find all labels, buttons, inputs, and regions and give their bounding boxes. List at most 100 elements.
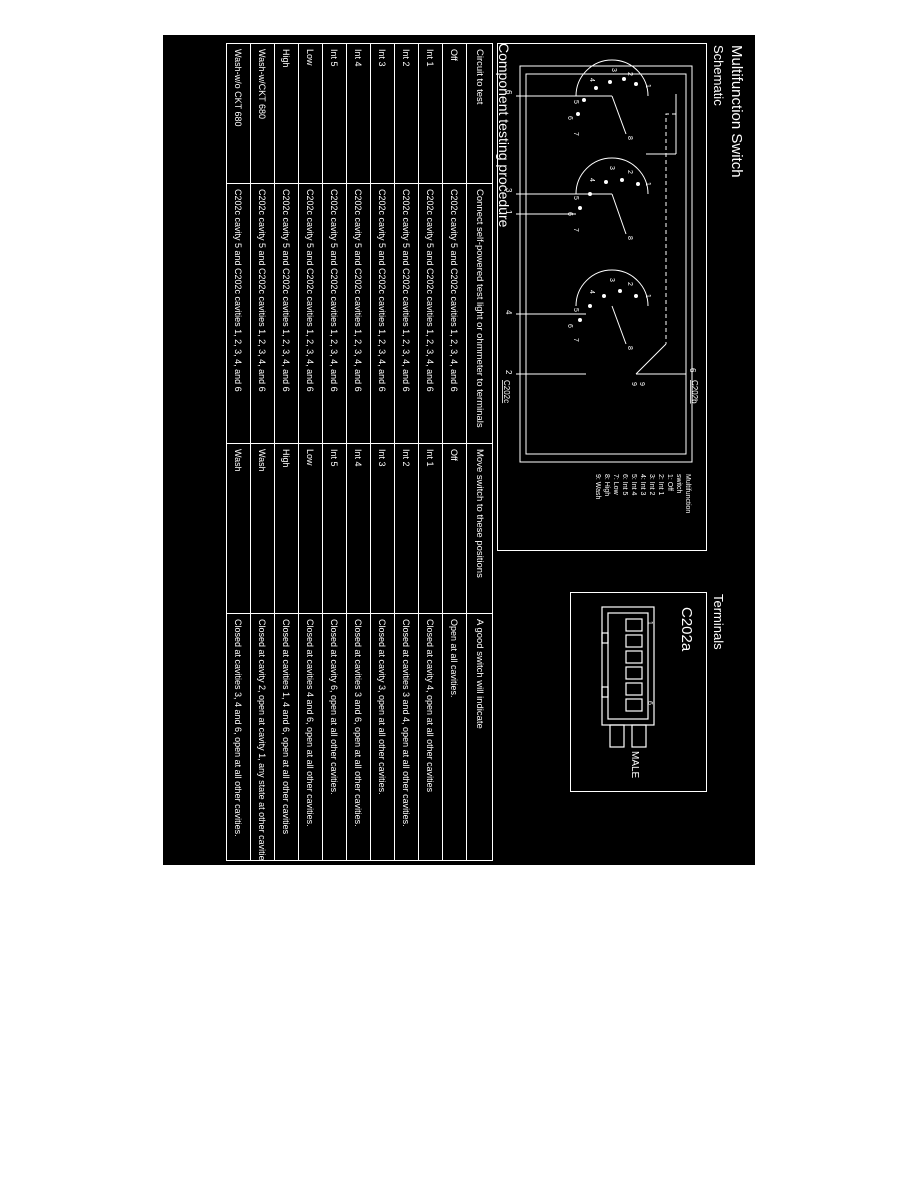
wafer-2-number: 3: [608, 166, 615, 170]
wafer-2-number: 7: [572, 228, 579, 232]
column-header: Move switch to these positions: [466, 443, 493, 614]
gender-label: MALE: [629, 751, 640, 779]
legend-item: 7: Low: [612, 474, 619, 496]
wafer-1-wiper: [611, 95, 627, 135]
table-cell: Int 3: [370, 443, 395, 614]
table-cell: Int 2: [394, 443, 419, 614]
cavity-label: 6: [504, 90, 513, 95]
legend-item: 1: Off: [666, 474, 673, 491]
table-cell: Int 1: [418, 443, 443, 614]
wafer-2-number: 4: [588, 178, 595, 182]
legend-item: 4: Int 3: [639, 474, 646, 496]
wafer-2-number: 8: [626, 236, 633, 240]
wafer-3-number: 8: [626, 346, 633, 350]
connector-view: C202a 1 6 MALE: [601, 606, 695, 779]
connector-label-bottom: C202c: [502, 380, 511, 403]
table-cell: Closed at cavities 4 and 6, open at all …: [298, 613, 323, 861]
wafer-2-number: 2: [626, 170, 633, 174]
column-header: A good switch will indicate: [466, 613, 493, 861]
scanned-diagram-panel: Multifunction Switch Schematic Terminals: [163, 35, 755, 865]
column-header: Circuit to test: [466, 43, 493, 184]
wafer-3-number: 3: [608, 278, 615, 282]
table-cell: Wash-w/CKT 680: [250, 43, 275, 184]
table-cell: Closed at cavities 1, 4 and 6, open at a…: [274, 613, 299, 861]
schematic-diagram: 1 2 3 4 5 6 7 8 1 2 3 4 5 6 7 8 1 2 3 4: [502, 59, 699, 513]
wafer-3-number: 6: [566, 324, 573, 328]
procedure-table: Circuit to test Connect self-powered tes…: [226, 43, 493, 861]
table-cell: C202c cavity 5 and C202c cavities 1, 2, …: [442, 183, 467, 444]
table-cell: High: [274, 443, 299, 614]
table-cell: C202c cavity 5 and C202c cavities 1, 2, …: [322, 183, 347, 444]
table-cell: Low: [298, 443, 323, 614]
procedure-heading: Component testing procedure: [496, 43, 512, 228]
cavity-label: 4: [504, 310, 513, 315]
wafer-1-arc: [575, 59, 649, 97]
table-cell: Closed at cavities 3 and 4, open at all …: [394, 613, 419, 861]
switch-outline: [525, 73, 687, 455]
wafer-1-number: 1: [644, 84, 651, 88]
wafer-3-wiper: [611, 305, 627, 345]
table-cell: Open at all cavities.: [442, 613, 467, 861]
wafer-1-number: 5: [572, 100, 579, 104]
wafer-1-number: 3: [610, 68, 617, 72]
page-title: Multifunction Switch: [728, 45, 745, 178]
wafer-2-number: 1: [644, 182, 651, 186]
terminals-box: C202a 1 6 MALE: [570, 592, 707, 792]
schematic-heading: Schematic: [711, 45, 726, 106]
wafer-2-number: 5: [572, 196, 579, 200]
legend-item: 5: Int 4: [630, 474, 637, 496]
pin-3: [625, 650, 643, 664]
table-cell: Closed at cavities 3 and 6, open at all …: [346, 613, 371, 861]
wash-number: 9: [638, 382, 645, 386]
table-cell: C202c cavity 5 and C202c cavities 1, 2, …: [346, 183, 371, 444]
wafer-3-arc: [575, 269, 649, 307]
wash-number: 9: [630, 382, 637, 386]
wash-contact: [635, 343, 667, 375]
wafer-2-wiper: [611, 193, 627, 235]
legend-item: 3: Int 2: [648, 474, 655, 496]
legend-item: switch: [675, 474, 682, 494]
pin-5: [625, 682, 643, 696]
table-cell: Closed at cavity 2, open at cavity 1, an…: [250, 613, 275, 861]
terminals-heading: Terminals: [711, 594, 726, 650]
table-cell: C202c cavity 5 and C202c cavities 1, 2, …: [298, 183, 323, 444]
table-cell: C202c cavity 5 and C202c cavities 1, 2, …: [274, 183, 299, 444]
wafer-3-number: 4: [588, 290, 595, 294]
pin-1: [625, 618, 643, 632]
table-cell: Low: [298, 43, 323, 184]
table-cell: Int 4: [346, 443, 371, 614]
table-cell: Off: [442, 443, 467, 614]
legend-item: 9: Wash: [594, 474, 601, 500]
table-cell: Int 3: [370, 43, 395, 184]
table-cell: High: [274, 43, 299, 184]
connector-name: C202a: [678, 607, 695, 652]
table-cell: Closed at cavities 3, 4 and 6, open at a…: [226, 613, 251, 861]
table-cell: Closed at cavity 3, open at all other ca…: [370, 613, 395, 861]
table-cell: Int 4: [346, 43, 371, 184]
schematic-box: 1 2 3 4 5 6 7 8 1 2 3 4 5 6 7 8 1 2 3 4: [497, 43, 707, 551]
wafer-1-number: 7: [572, 132, 579, 136]
table-cell: Int 5: [322, 443, 347, 614]
table-cell: C202c cavity 5 and C202c cavities 1, 2, …: [226, 183, 251, 444]
switch-outer-outline: [519, 65, 693, 463]
legend-item: Multifunction: [684, 474, 691, 513]
cavity-label: 6: [688, 368, 697, 373]
rotated-page-canvas: Multifunction Switch Schematic Terminals: [163, 35, 755, 865]
pin-4: [625, 666, 643, 680]
legend-item: 8: High: [603, 474, 610, 496]
latch-lower: [609, 724, 625, 748]
table-cell: Int 2: [394, 43, 419, 184]
cavity-label: 3: [504, 188, 513, 193]
column-header: Connect self-powered test light or ohmme…: [466, 183, 493, 444]
table-header-row: Circuit to test Connect self-powered tes…: [466, 43, 493, 861]
table-cell: C202c cavity 5 and C202c cavities 1, 2, …: [370, 183, 395, 444]
table-cell: Wash: [226, 443, 251, 614]
table-cell: C202c cavity 5 and C202c cavities 1, 2, …: [418, 183, 443, 444]
